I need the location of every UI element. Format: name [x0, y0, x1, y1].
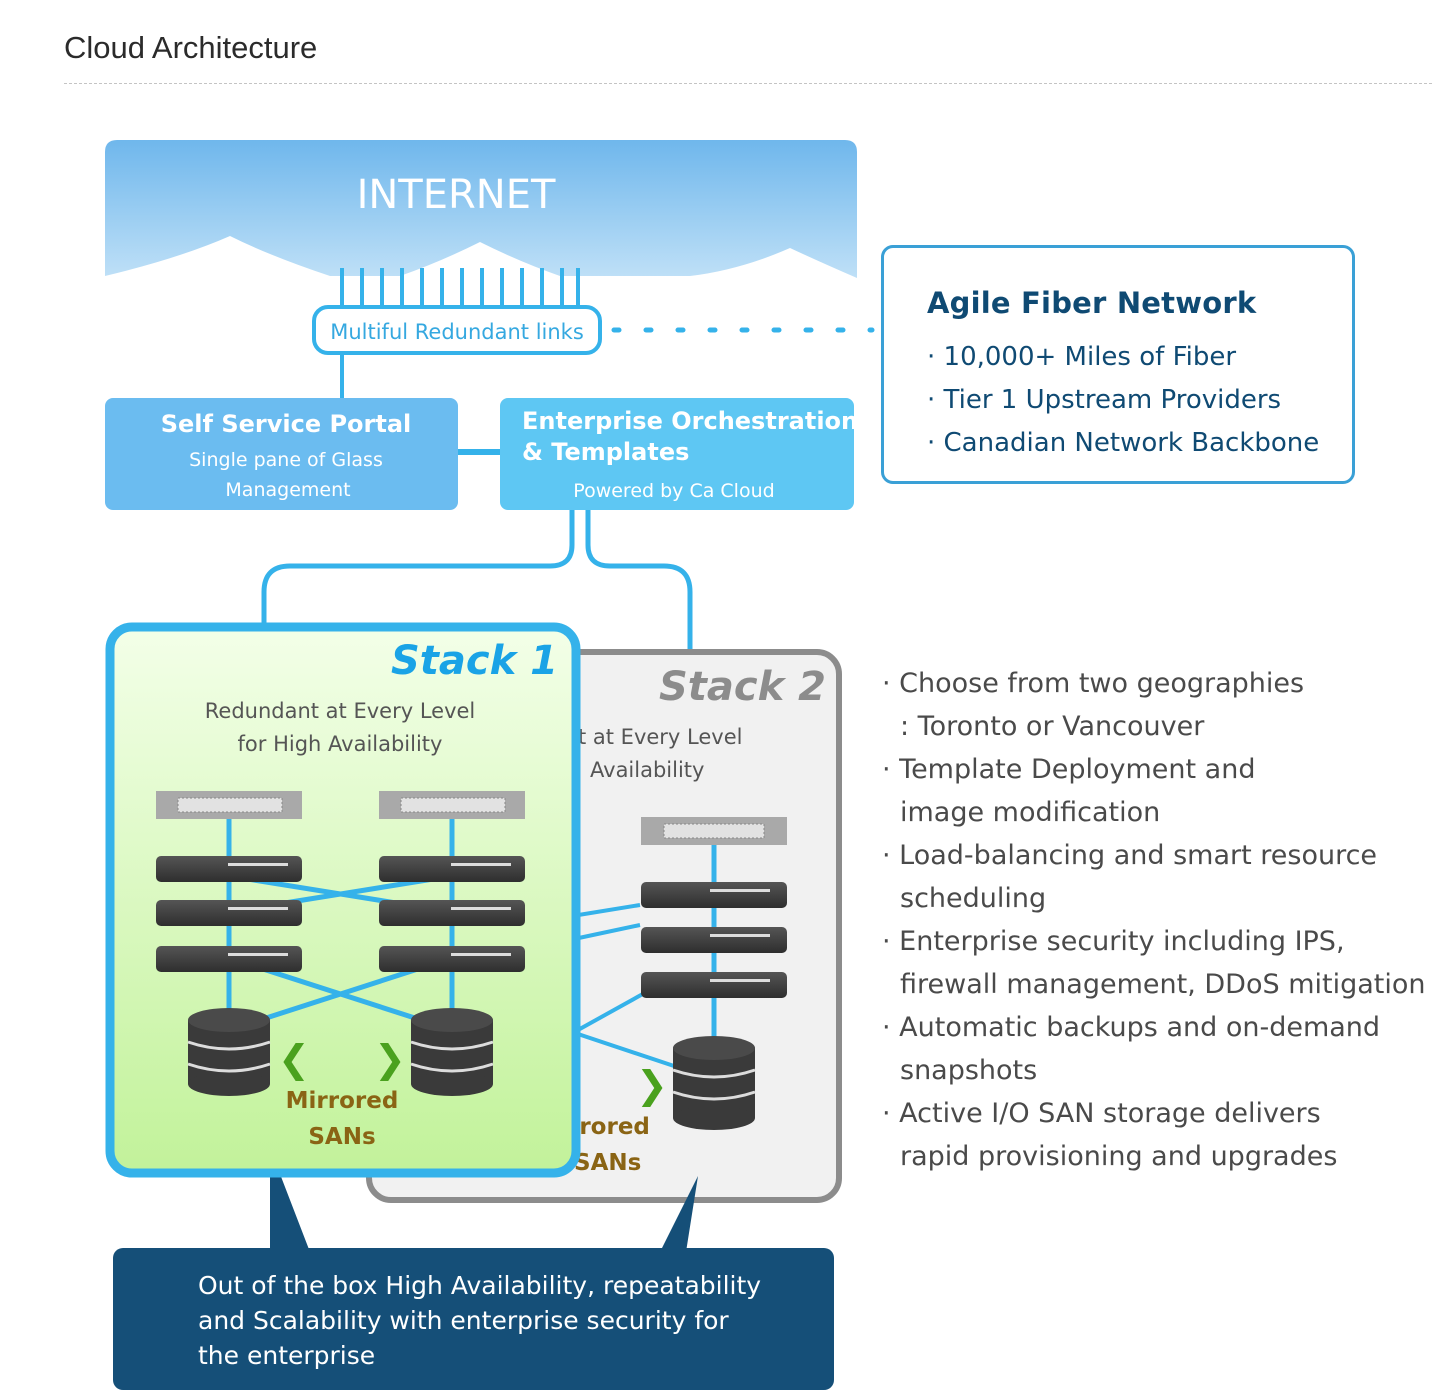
feature-line: scheduling	[900, 883, 1047, 914]
orchestration-title-1: Enterprise Orchestration	[522, 407, 858, 435]
stack-1-servers	[156, 856, 525, 972]
redundant-links-lines	[340, 268, 580, 308]
stack-2-title: Stack 2	[659, 664, 826, 710]
redundant-links-badge: Multiful Redundant links	[312, 305, 602, 355]
feature-line: firewall management, DDoS mitigation	[900, 969, 1426, 1000]
stack-2-servers	[641, 882, 787, 998]
internet-label: INTERNET	[357, 172, 556, 218]
stack-1-switches	[156, 791, 525, 819]
stack-1-database-left-icon	[187, 1008, 271, 1096]
stack-2-subtitle-2: Availability	[590, 758, 704, 782]
stack-2-subtitle-1: t at Every Level	[578, 725, 742, 749]
feature-line: · Choose from two geographies	[882, 668, 1305, 699]
callout-line-1: Out of the box High Availability, repeat…	[198, 1271, 762, 1300]
feature-line: · Automatic backups and on-demand	[882, 1012, 1381, 1043]
feature-line: · Load-balancing and smart resource	[882, 840, 1378, 871]
callout-line-2: and Scalability with enterprise security…	[198, 1306, 729, 1335]
self-service-title: Self Service Portal	[161, 410, 412, 438]
stack-2-mirrored-1: rrored	[568, 1114, 650, 1140]
stack-2-arrow-icon: ❯	[636, 1063, 668, 1108]
feature-line: image modification	[900, 797, 1161, 828]
stack-connectors	[261, 510, 693, 650]
feature-line: snapshots	[900, 1055, 1038, 1086]
feature-list: · Choose from two geographies : Toronto …	[882, 662, 1426, 1178]
orchestration-box: Enterprise Orchestration & Templates Pow…	[500, 398, 858, 510]
orchestration-subtitle: Powered by Ca Cloud	[573, 480, 774, 502]
stack-2-mirrored-2: SANs	[574, 1150, 641, 1176]
stack-1-arrow-right-icon: ❯	[374, 1037, 406, 1082]
feature-line: · Active I/O SAN storage delivers	[882, 1098, 1321, 1129]
agile-item: · Canadian Network Backbone	[927, 428, 1320, 458]
feature-line: : Toronto or Vancouver	[900, 711, 1205, 742]
feature-line: · Template Deployment and	[882, 754, 1256, 785]
stack-1-panel: Stack 1 Redundant at Every Level for Hig…	[105, 622, 581, 1178]
redundant-links-label: Multiful Redundant links	[330, 320, 584, 344]
stack-2-database-icon	[672, 1036, 756, 1130]
callout-text: Out of the box High Availability, repeat…	[198, 1268, 798, 1373]
agile-item: · 10,000+ Miles of Fiber	[927, 342, 1237, 372]
stack-1-database-right-icon	[410, 1008, 494, 1096]
self-service-portal: Self Service Portal Single pane of Glass…	[105, 398, 458, 510]
heading-divider	[64, 83, 1432, 84]
feature-line: rapid provisioning and upgrades	[900, 1141, 1338, 1172]
stack-1-title: Stack 1	[391, 638, 558, 684]
stack-1-subtitle-1: Redundant at Every Level	[205, 699, 476, 723]
stack-1-mirrored-2: SANs	[308, 1124, 375, 1150]
agile-fiber-network-box: Agile Fiber Network · 10,000+ Miles of F…	[881, 245, 1355, 484]
stack-1-subtitle-2: for High Availability	[238, 732, 443, 756]
callout-box	[113, 1248, 834, 1390]
self-service-line1: Single pane of Glass	[189, 449, 383, 471]
callout-line-3: the enterprise	[198, 1341, 376, 1370]
agile-title: Agile Fiber Network	[927, 286, 1257, 320]
self-service-line2: Management	[225, 479, 350, 501]
stack-1-mirrored-1: Mirrored	[286, 1088, 399, 1114]
orchestration-title-2: & Templates	[522, 438, 689, 466]
agile-list: · 10,000+ Miles of Fiber · Tier 1 Upstre…	[927, 336, 1319, 465]
stack-1-arrow-left-icon: ❮	[278, 1037, 310, 1082]
internet-cloud: INTERNET	[105, 140, 857, 278]
feature-line: · Enterprise security including IPS,	[882, 926, 1345, 957]
agile-item: · Tier 1 Upstream Providers	[927, 385, 1282, 415]
page-title: Cloud Architecture	[64, 30, 318, 65]
